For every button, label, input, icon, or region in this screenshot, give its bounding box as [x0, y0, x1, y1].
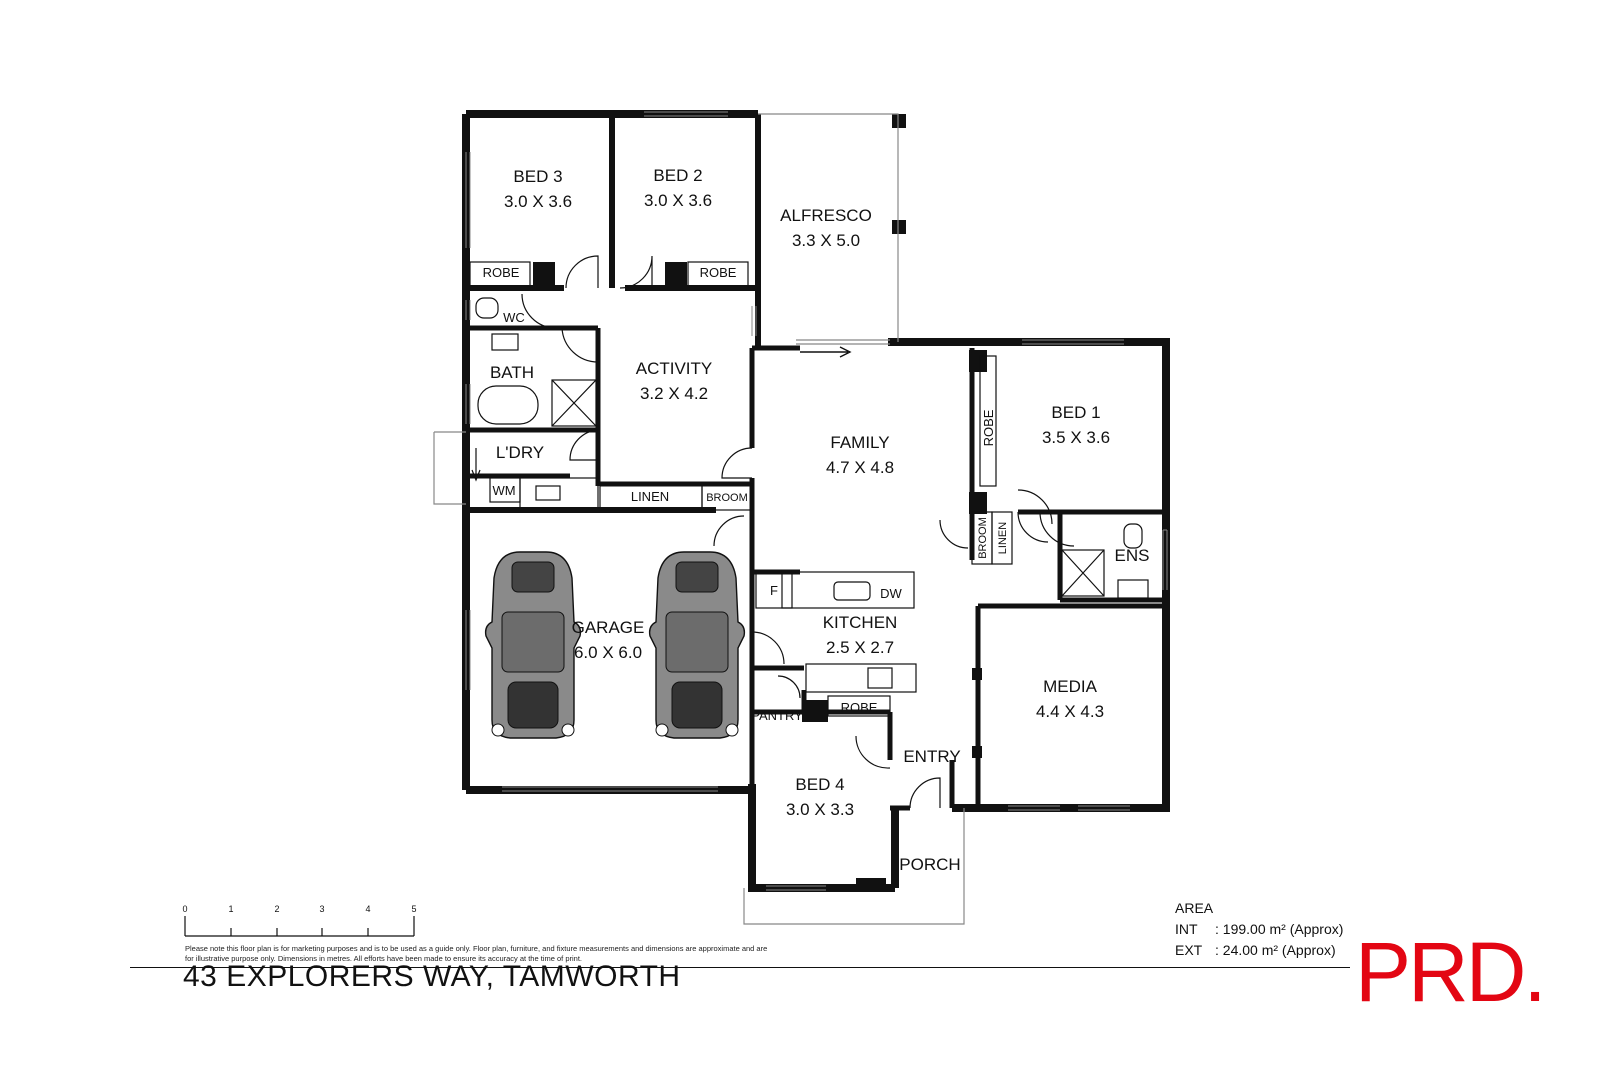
bath-label: BATH	[490, 363, 534, 382]
door-swings	[521, 255, 1075, 809]
area-int-row: INT : 199.00 m² (Approx)	[1175, 919, 1343, 940]
scale-tick: 3	[319, 904, 324, 914]
disclaimer-text: Please note this floor plan is for marke…	[185, 944, 768, 963]
car-icon	[484, 551, 582, 739]
bed4-name: BED 4	[795, 775, 844, 794]
sliding-door-arrow	[800, 346, 852, 358]
alfresco-dim: 3.3 X 5.0	[792, 231, 860, 250]
property-address: 43 EXPLORERS WAY, TAMWORTH	[183, 960, 681, 993]
robe-label-bed3: ROBE	[483, 265, 520, 280]
activity-name: ACTIVITY	[636, 359, 713, 378]
kitchen-dim: 2.5 X 2.7	[826, 638, 894, 657]
linen-label: LINEN	[631, 489, 669, 504]
porch-label: PORCH	[899, 855, 960, 874]
family-dim: 4.7 X 4.8	[826, 458, 894, 477]
pillars	[533, 114, 987, 890]
ldry-door-arrow	[471, 448, 481, 482]
bed1-dim: 3.5 X 3.6	[1042, 428, 1110, 447]
broom-label: BROOM	[706, 492, 748, 504]
dw-label: DW	[880, 586, 902, 601]
windows	[465, 111, 1168, 891]
ens-label: ENS	[1115, 546, 1150, 565]
scale-tick: 5	[411, 904, 416, 914]
room-labels: BED 3 3.0 X 3.6 BED 2 3.0 X 3.6 ALFRESCO…	[504, 166, 1110, 819]
bed3-name: BED 3	[513, 167, 562, 186]
area-ext-value: : 24.00 m² (Approx)	[1215, 942, 1336, 958]
family-name: FAMILY	[830, 433, 889, 452]
linen-label-bed1: LINEN	[997, 522, 1009, 554]
scale-tick: 4	[365, 904, 370, 914]
scale-tick: 1	[228, 904, 233, 914]
bed1-name: BED 1	[1051, 403, 1100, 422]
scale-bar: 0 1 2 3 4 5	[182, 904, 417, 937]
bed3-dim: 3.0 X 3.6	[504, 192, 572, 211]
scale-tick: 0	[182, 904, 187, 914]
pantry-label: PANTRY	[751, 708, 803, 723]
wc-label: WC	[503, 310, 525, 325]
media-name: MEDIA	[1043, 677, 1098, 696]
activity-dim: 3.2 X 4.2	[640, 384, 708, 403]
media-dim: 4.4 X 4.3	[1036, 702, 1104, 721]
car-icon	[648, 551, 746, 739]
kitchen-name: KITCHEN	[823, 613, 898, 632]
area-heading: AREA	[1175, 900, 1214, 916]
area-int-value: : 199.00 m² (Approx)	[1215, 921, 1344, 937]
bed2-name: BED 2	[653, 166, 702, 185]
area-ext-row: EXT : 24.00 m² (Approx)	[1175, 940, 1343, 961]
footer-rule	[130, 967, 1350, 968]
garage-dim: 6.0 X 6.0	[574, 643, 642, 662]
wm-label: WM	[492, 483, 515, 498]
entry-label: ENTRY	[903, 747, 960, 766]
fixtures	[469, 261, 1149, 717]
area-ext-label: EXT	[1175, 942, 1203, 958]
robe-label-bed2: ROBE	[700, 265, 737, 280]
area-summary: AREA INT : 199.00 m² (Approx) EXT : 24.00 …	[1175, 898, 1343, 961]
robe-label-bed4: ROBE	[841, 700, 878, 715]
ldry-label: L'DRY	[496, 443, 544, 462]
alfresco-name: ALFRESCO	[780, 206, 872, 225]
area-int-label: INT	[1175, 921, 1198, 937]
alfresco-outline	[433, 113, 965, 925]
robe-label-bed1: ROBE	[981, 409, 996, 446]
garage-name: GARAGE	[572, 618, 645, 637]
fixture-labels: ROBE ROBE WC BATH L'DRY WM LINEN BROOM R…	[483, 265, 1150, 874]
prd-logo: PRD.	[1355, 925, 1547, 1019]
bed4-dim: 3.0 X 3.3	[786, 800, 854, 819]
scale-tick: 2	[274, 904, 279, 914]
bed2-dim: 3.0 X 3.6	[644, 191, 712, 210]
fridge-label: F	[770, 583, 778, 598]
broom-label-bed1: BROOM	[977, 517, 989, 559]
